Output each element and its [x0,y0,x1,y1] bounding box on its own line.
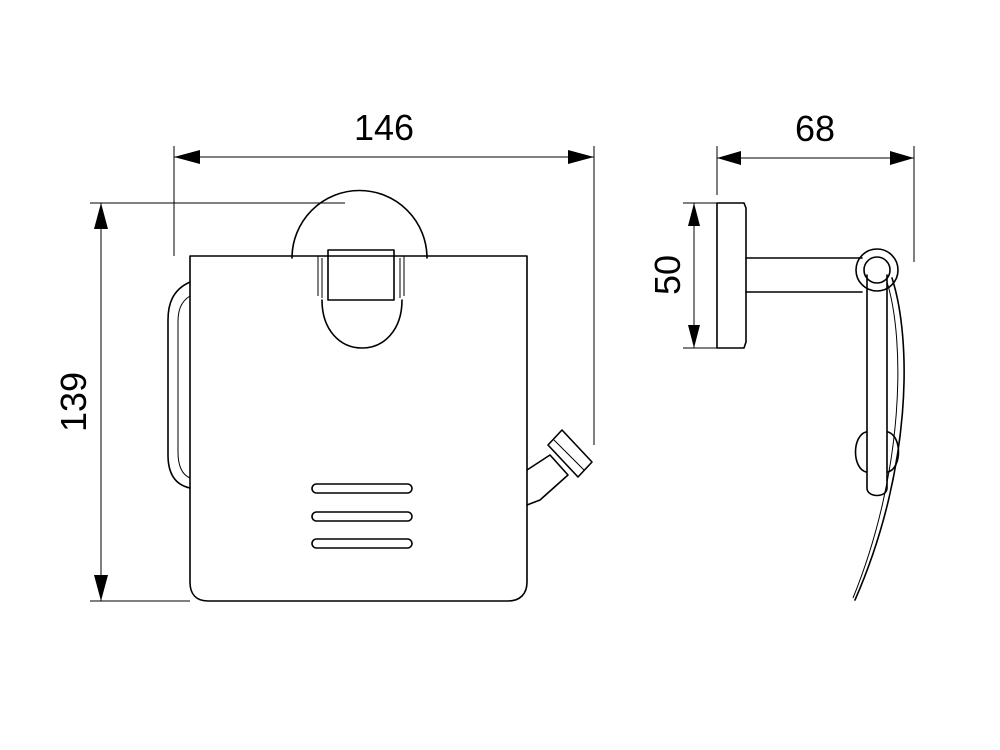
back-plate-inner [177,295,191,479]
dim-front-width: 146 [354,107,414,148]
hinge-oval [321,299,403,349]
ring-inner [863,256,891,284]
vertical-bar [866,274,888,497]
dim-front-height: 139 [53,372,94,432]
cover-plate [189,255,528,602]
wall-plate [716,202,747,349]
dimension-lines [90,146,915,602]
spindle-cap [547,429,593,478]
wall-disc-top [291,189,428,259]
dim-side-height: 50 [647,255,688,295]
slot-3 [311,538,413,549]
hinge-block [327,249,395,301]
dim-side-depth: 68 [795,108,835,149]
spindle-arm [526,454,569,506]
cover-profile [854,277,905,601]
back-plate-edge [167,281,191,489]
slot-2 [311,511,413,522]
ring-outer [855,248,899,292]
lower-knuckle [854,431,867,473]
slot-1 [311,483,413,494]
front-view [167,189,593,602]
side-view [716,202,905,601]
